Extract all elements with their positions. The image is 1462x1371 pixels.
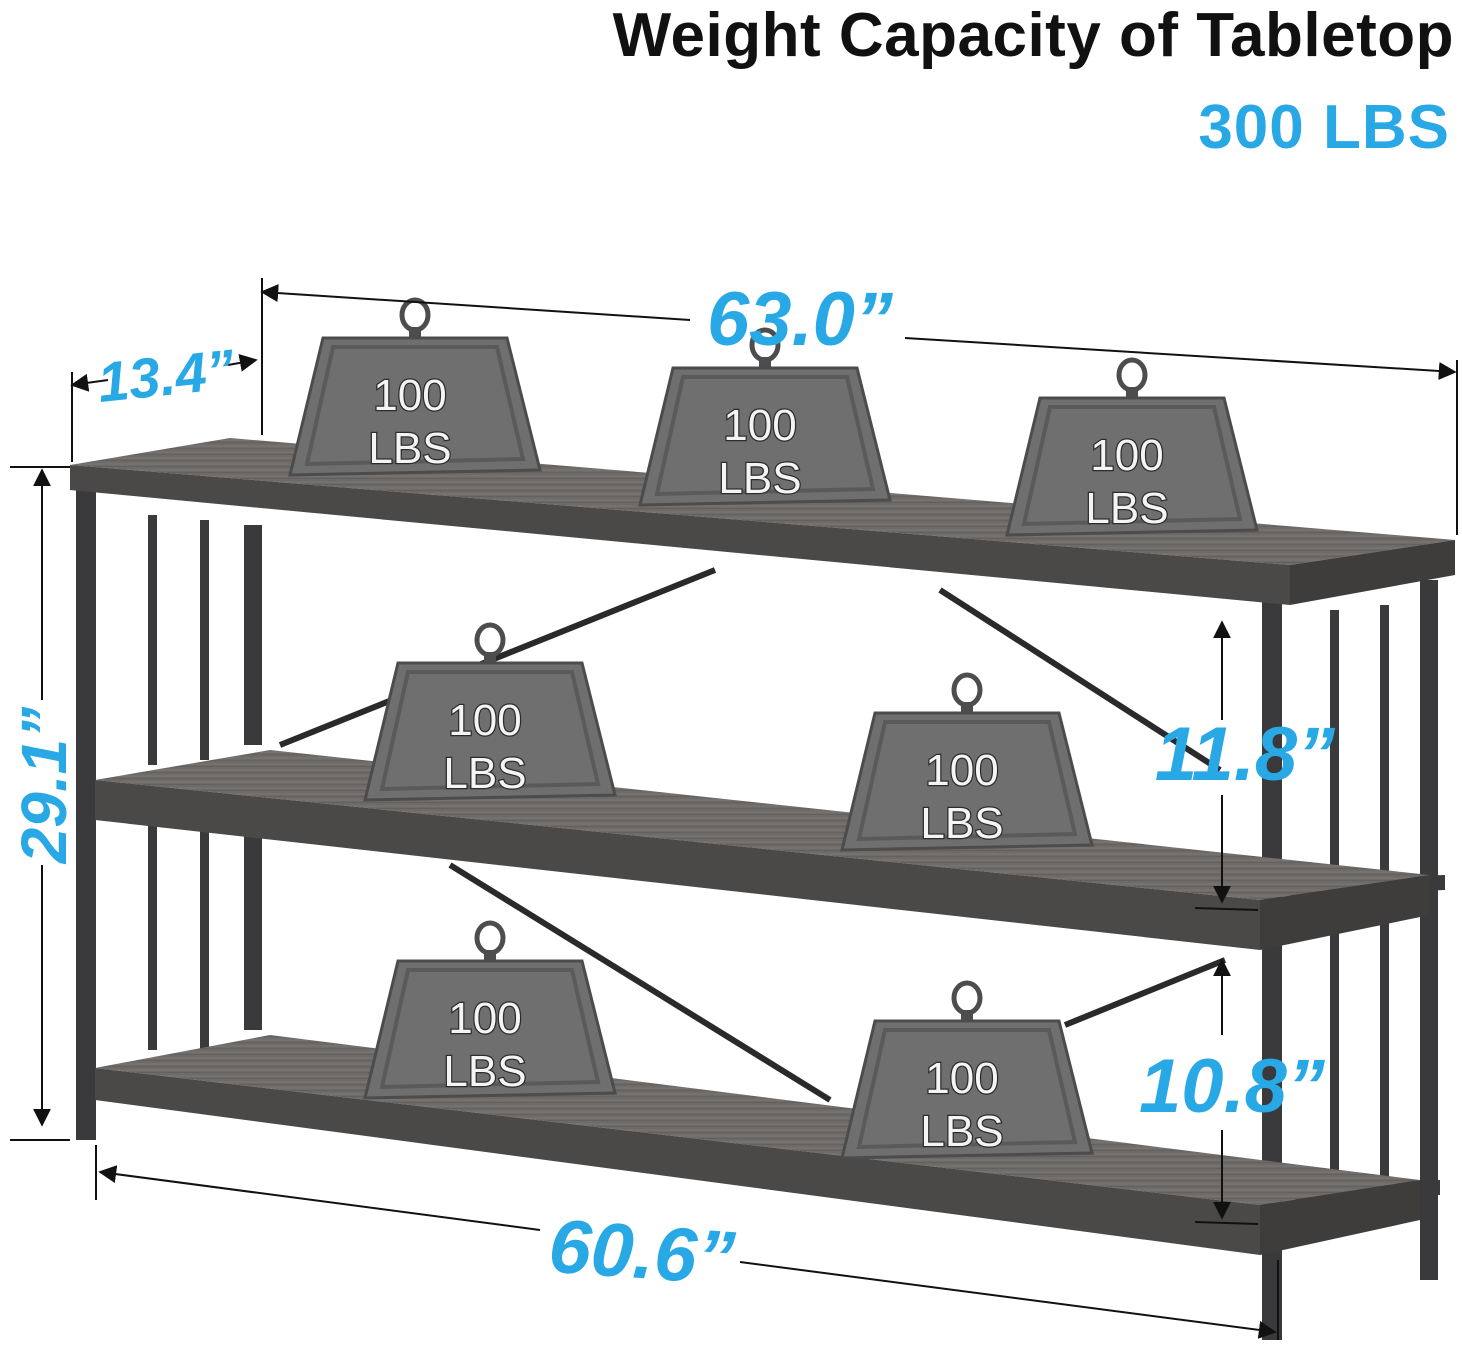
dim-depth: 13.4”	[95, 337, 238, 414]
dimension-lines	[10, 278, 1458, 1340]
dim-overall-width: 63.0”	[707, 277, 893, 362]
weight-unit: LBS	[443, 1047, 526, 1096]
capacity-value: 300 LBS	[1198, 93, 1450, 162]
weight-value: 100	[448, 994, 521, 1043]
cross-braces	[278, 567, 1227, 1103]
dim-upper-gap: 11.8”	[1155, 712, 1335, 797]
weight-value: 100	[448, 696, 521, 745]
weight-value: 100	[723, 401, 796, 450]
weight-value: 100	[925, 746, 998, 795]
weight-value: 100	[925, 1054, 998, 1103]
dim-lower-gap: 10.8”	[1139, 1044, 1325, 1129]
weight-unit: LBS	[920, 1107, 1003, 1156]
weight-value: 100	[1090, 431, 1163, 480]
weight-unit: LBS	[1085, 484, 1168, 533]
weight-unit: LBS	[920, 799, 1003, 848]
weight-unit: LBS	[443, 749, 526, 798]
page-title: Weight Capacity of Tabletop	[612, 1, 1454, 70]
weight-unit: LBS	[718, 454, 801, 503]
weight-value: 100	[373, 371, 446, 420]
weight-unit: LBS	[368, 424, 451, 473]
dim-height: 29.1”	[8, 707, 80, 865]
dim-inner-width: 60.6”	[546, 1204, 737, 1302]
